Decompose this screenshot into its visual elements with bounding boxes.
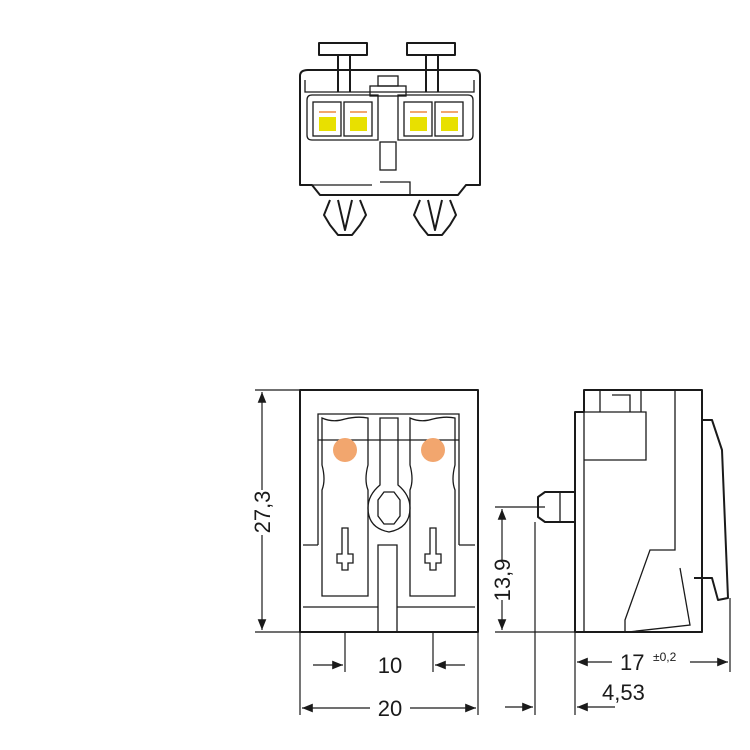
dimension-lines: [255, 389, 731, 715]
dim-pin-offset-label: 4,53: [602, 680, 645, 705]
dim-pin-height-label: 13,9: [490, 559, 515, 602]
contact-marker-left: [333, 438, 357, 462]
dimension-labels: 27,3 13,9 10 20 17 ±0,2 4,53: [250, 491, 677, 721]
dim-width-label: 20: [378, 696, 402, 721]
front-view: [299, 389, 479, 633]
release-buttons: [312, 101, 464, 137]
dim-height-label: 27,3: [250, 491, 275, 534]
dim-pitch-label: 10: [378, 653, 402, 678]
top-view: [299, 42, 481, 236]
side-view: [537, 389, 729, 633]
dim-depth-tolerance: ±0,2: [653, 650, 677, 664]
contact-marker-right: [421, 438, 445, 462]
dim-depth-label: 17: [620, 650, 644, 675]
